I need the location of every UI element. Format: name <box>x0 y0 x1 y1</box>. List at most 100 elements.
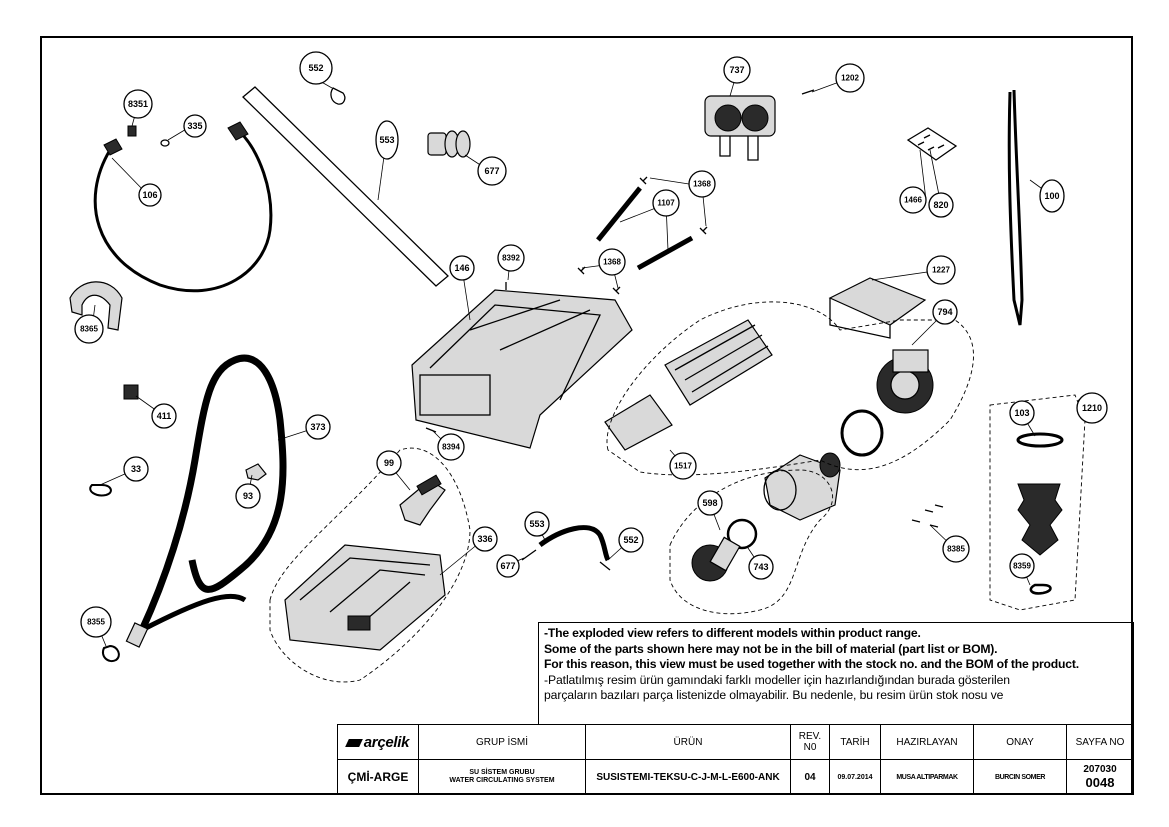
callout-label: 8394 <box>442 443 460 452</box>
callout-label: 8351 <box>128 99 148 109</box>
note-line: For this reason, this view must be used … <box>544 657 1079 671</box>
callout-1517: 1517 <box>669 452 697 480</box>
callout-label: 1202 <box>841 74 859 83</box>
header-approval: ONAY <box>973 724 1067 760</box>
header-date: TARİH <box>829 724 881 760</box>
callout-label: 794 <box>937 307 952 317</box>
fitting-677b-part <box>521 549 537 561</box>
group-line1: SU SİSTEM GRUBU <box>469 769 535 776</box>
strip-100-part <box>1007 89 1024 326</box>
screw-set-part <box>906 127 958 161</box>
clip-1368-part <box>699 226 708 235</box>
callout-8394: 8394 <box>437 433 465 461</box>
brand-mark-icon <box>344 738 363 747</box>
detergent-drawer-336-part <box>284 544 446 651</box>
callout-label: 1107 <box>657 199 675 208</box>
callout-598: 598 <box>697 490 723 516</box>
callout-label: 106 <box>142 190 157 200</box>
seal-743-part <box>726 518 758 550</box>
callout-146: 146 <box>449 255 475 281</box>
page-value: 207030 0048 <box>1066 759 1134 795</box>
callout-label: 1517 <box>674 462 692 471</box>
callout-label: 598 <box>702 498 717 508</box>
callout-label: 8392 <box>502 254 520 263</box>
callout-label: 552 <box>308 63 323 73</box>
header-product: ÜRÜN <box>585 724 791 760</box>
hose-1107-part <box>596 186 642 242</box>
callout-1368-mid: 1368 <box>598 248 626 276</box>
header-rev-line1: REV. <box>798 731 822 742</box>
callout-820: 820 <box>928 192 954 218</box>
brand-logo: arçelik <box>337 724 419 760</box>
callout-label: 737 <box>729 65 744 75</box>
pump-housing-598-part <box>763 452 841 521</box>
callout-99: 99 <box>376 450 402 476</box>
group-outline <box>606 301 974 476</box>
header-group: GRUP İSMİ <box>418 724 586 760</box>
rev-value: 04 <box>790 759 830 795</box>
callout-label: 146 <box>454 263 469 273</box>
callout-552b: 552 <box>618 527 644 553</box>
date-value: 09.07.2014 <box>829 759 881 795</box>
callout-8351: 8351 <box>123 89 153 119</box>
drain-hose-part <box>140 593 247 633</box>
clamp-8355-part <box>102 644 120 662</box>
callout-1202: 1202 <box>835 63 865 93</box>
header-page: SAYFA NO <box>1066 724 1134 760</box>
clip-1368-part <box>639 176 648 185</box>
clip-33-part <box>89 484 112 497</box>
callout-label: 411 <box>157 411 172 421</box>
callout-label: 8365 <box>80 325 98 334</box>
inlet-valve-737-part <box>704 95 776 161</box>
callout-label: 373 <box>310 422 325 432</box>
callout-label: 553 <box>379 135 394 145</box>
hose-fitting-part <box>227 121 249 141</box>
title-block: arçelik GRUP İSMİ ÜRÜN REV.N0 TARİH HAZI… <box>337 724 1134 795</box>
pump-motor-794-part <box>840 349 934 457</box>
callout-737: 737 <box>723 56 751 84</box>
callout-373: 373 <box>305 414 331 440</box>
hose-553b-part <box>538 525 611 562</box>
screw-8385-part <box>911 504 944 528</box>
clamp-552b-part <box>599 561 611 571</box>
callout-335: 335 <box>183 114 207 138</box>
callout-label: 33 <box>131 464 141 474</box>
callout-label: 1210 <box>1082 403 1102 413</box>
callout-743: 743 <box>748 554 774 580</box>
callout-label: 103 <box>1014 408 1029 418</box>
callout-1466: 1466 <box>899 186 927 214</box>
header-rev-line2: N0 <box>803 742 817 753</box>
callout-553: 553 <box>375 120 399 160</box>
group-outline <box>669 469 833 615</box>
callout-552: 552 <box>299 51 333 85</box>
callout-label: 552 <box>623 535 638 545</box>
filter-mesh-1517-part <box>604 319 773 451</box>
bellows-1210-part <box>1016 432 1064 595</box>
callout-8365: 8365 <box>74 314 104 344</box>
note-line: -The exploded view refers to different m… <box>544 626 921 640</box>
callout-1210: 1210 <box>1076 392 1108 424</box>
filter-cap-part <box>691 536 741 582</box>
callout-677: 677 <box>477 156 507 186</box>
callout-label: 677 <box>484 166 499 176</box>
gasket-8351-part <box>127 125 137 137</box>
screw-1202-part <box>801 89 815 95</box>
clip-93-part <box>245 463 267 481</box>
header-rev: REV.N0 <box>790 724 830 760</box>
callout-553b: 553 <box>524 511 550 537</box>
approval-value: BURCIN SOMER <box>973 759 1067 795</box>
callout-8355: 8355 <box>80 606 112 638</box>
group-outline <box>269 447 471 683</box>
callout-label: 820 <box>933 200 948 210</box>
notes-panel: -The exploded view refers to different m… <box>538 622 1134 724</box>
clip-8365-part <box>69 281 123 331</box>
callout-label: 8355 <box>87 618 105 627</box>
product-value: SUSISTEMI-TEKSU-C-J-M-L-E600-ANK <box>585 759 791 795</box>
callout-label: 8359 <box>1013 562 1031 571</box>
callout-label: 1227 <box>932 266 950 275</box>
callout-1107: 1107 <box>652 189 680 217</box>
page-prefix: 207030 <box>1083 764 1117 775</box>
brand-name: arçelik <box>363 733 410 751</box>
callout-93: 93 <box>235 483 261 509</box>
